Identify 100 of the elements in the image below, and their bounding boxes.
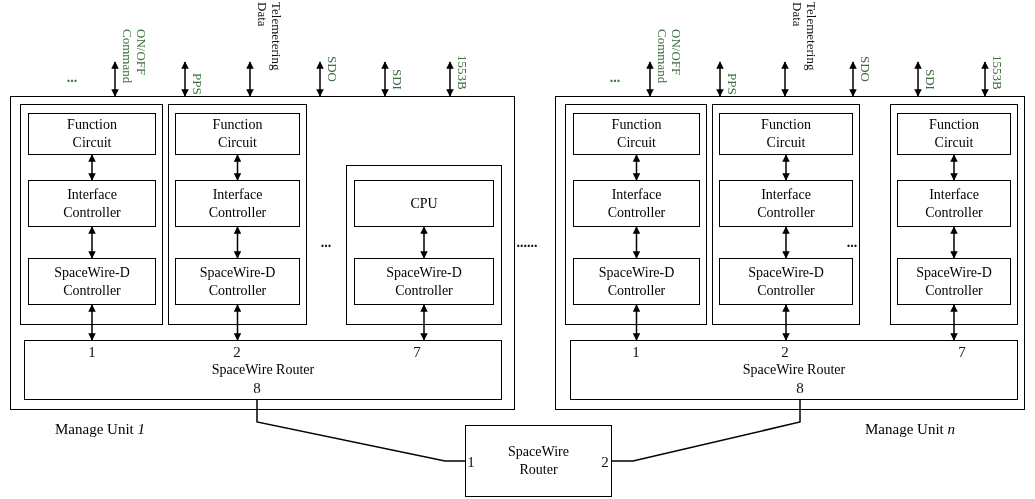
arrow bbox=[981, 61, 989, 97]
arrow bbox=[782, 226, 790, 259]
unit-box bbox=[10, 96, 515, 410]
block-box bbox=[573, 180, 700, 227]
block-label: SpaceWire-D Controller bbox=[385, 263, 463, 300]
arrow bbox=[914, 61, 922, 97]
port-number: 1 bbox=[632, 344, 640, 360]
ellipsis-label: ... bbox=[846, 235, 858, 251]
block-label: CPU bbox=[409, 194, 439, 213]
unit-caption: Manage Unit n bbox=[865, 420, 955, 438]
block-box bbox=[897, 113, 1011, 155]
block-label: Interface Controller bbox=[207, 185, 268, 222]
arrow bbox=[316, 61, 324, 97]
block-label: Function Circuit bbox=[66, 116, 118, 152]
port-number: 2 bbox=[781, 344, 789, 360]
arrow bbox=[849, 61, 857, 97]
signal-label: PPS bbox=[190, 73, 204, 95]
block-label: SpaceWire-D Controller bbox=[53, 263, 131, 300]
block-box bbox=[573, 258, 700, 305]
module-box bbox=[712, 104, 860, 325]
arrow bbox=[88, 304, 96, 341]
block-label: SpaceWire-D Controller bbox=[198, 263, 277, 300]
arrow bbox=[632, 304, 641, 341]
arrow bbox=[233, 304, 242, 341]
arrow bbox=[233, 154, 242, 181]
arrow bbox=[632, 226, 641, 259]
arrow bbox=[950, 226, 958, 259]
arrow bbox=[781, 61, 789, 97]
module-box bbox=[890, 104, 1018, 325]
arrow bbox=[181, 61, 189, 97]
unit-box bbox=[555, 96, 1025, 410]
block-box bbox=[354, 180, 494, 227]
arrow bbox=[646, 61, 654, 97]
block-label: Interface Controller bbox=[756, 185, 816, 222]
arrow bbox=[246, 61, 254, 97]
arrow bbox=[233, 226, 242, 259]
block-label: Interface Controller bbox=[924, 185, 984, 222]
ellipsis-label: ... bbox=[66, 70, 78, 86]
block-label: Interface Controller bbox=[606, 185, 667, 222]
ellipsis-label: ...... bbox=[516, 235, 538, 251]
signal-label: 1553B bbox=[455, 55, 469, 90]
link-line bbox=[611, 399, 801, 462]
block-label: SpaceWire Router bbox=[507, 443, 570, 479]
block-label: Function Circuit bbox=[760, 116, 812, 152]
arrow bbox=[381, 61, 389, 97]
ellipsis-label: ... bbox=[320, 235, 332, 251]
arrow bbox=[88, 154, 96, 181]
router-box bbox=[24, 340, 502, 400]
arrow bbox=[632, 154, 641, 181]
arrow bbox=[950, 304, 958, 341]
block-box bbox=[175, 258, 300, 305]
module-box bbox=[346, 165, 502, 325]
block-box bbox=[897, 258, 1011, 305]
signal-label: SDO bbox=[858, 56, 872, 82]
arrow bbox=[420, 226, 428, 259]
block-box bbox=[897, 180, 1011, 227]
block-label: Interface Controller bbox=[62, 185, 122, 222]
module-box bbox=[168, 104, 307, 325]
arrow bbox=[420, 304, 428, 341]
block-box bbox=[719, 180, 853, 227]
port-number: 1 bbox=[467, 454, 475, 470]
block-label: SpaceWire Router bbox=[741, 361, 847, 379]
block-label: Function Circuit bbox=[928, 116, 980, 152]
block-box bbox=[465, 425, 612, 497]
block-box bbox=[719, 258, 853, 305]
signal-label: SDI bbox=[923, 69, 937, 90]
block-box bbox=[573, 113, 700, 155]
block-box bbox=[719, 113, 853, 155]
signal-label: ON/OFF Command bbox=[120, 29, 148, 86]
router-box bbox=[570, 340, 1018, 400]
block-box bbox=[175, 180, 300, 227]
block-label: SpaceWire-D Controller bbox=[597, 263, 676, 300]
arrow bbox=[446, 61, 454, 97]
port-number: 8 bbox=[253, 380, 261, 396]
ellipsis-label: ... bbox=[609, 70, 621, 86]
port-number: 7 bbox=[958, 344, 966, 360]
arrow bbox=[782, 154, 790, 181]
arrow bbox=[782, 304, 790, 341]
signal-label: ON/OFF Command bbox=[655, 29, 683, 86]
block-label: Function Circuit bbox=[211, 116, 264, 152]
port-number: 8 bbox=[796, 380, 804, 396]
port-number: 1 bbox=[88, 344, 96, 360]
port-number: 7 bbox=[413, 344, 421, 360]
block-box bbox=[28, 113, 156, 155]
block-box bbox=[28, 180, 156, 227]
block-label: SpaceWire-D Controller bbox=[915, 263, 993, 300]
signal-label: 1553B bbox=[990, 55, 1004, 90]
arrow bbox=[111, 61, 119, 97]
signal-label: SDI bbox=[390, 69, 404, 90]
signal-label: PPS bbox=[725, 73, 739, 95]
link-line bbox=[256, 399, 466, 462]
block-label: SpaceWire-D Controller bbox=[747, 263, 825, 300]
port-number: 2 bbox=[233, 344, 241, 360]
module-box bbox=[20, 104, 163, 325]
unit-caption: Manage Unit 1 bbox=[55, 420, 145, 438]
signal-label: SDO bbox=[325, 56, 339, 82]
block-label: SpaceWire Router bbox=[210, 361, 316, 379]
module-box bbox=[565, 104, 707, 325]
port-number: 2 bbox=[601, 454, 609, 470]
block-box bbox=[354, 258, 494, 305]
